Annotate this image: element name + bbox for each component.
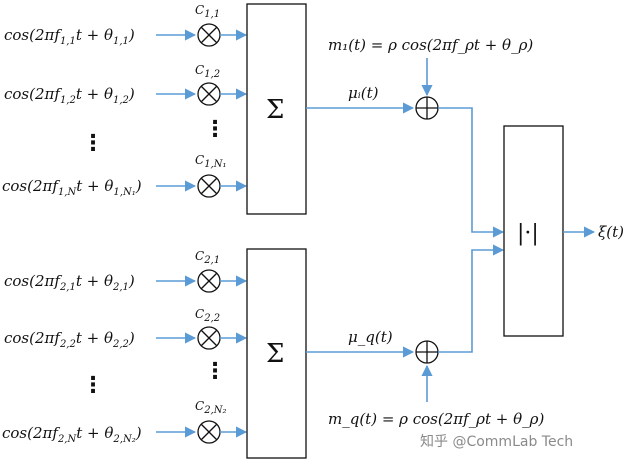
coef-sub: 2,1 [203, 255, 220, 266]
group2-input-2: cos(2πf2,2t + θ2,2) C2,2 [4, 307, 220, 350]
multiplier-icon [197, 82, 221, 106]
svg-text:C1,2: C1,2 [195, 63, 220, 80]
input-sub: 1,N [58, 187, 78, 198]
input-mid: t + θ [76, 85, 113, 103]
input-sub: 2,N [57, 434, 78, 445]
input-end: ) [128, 85, 135, 103]
input-sub2: 1,2 [113, 95, 129, 106]
svg-text:cos(2πf2,1t + θ2,1): cos(2πf2,1t + θ2,1) [4, 272, 135, 293]
abs-symbol: |·| [517, 221, 539, 246]
ellipsis: ⋮ [204, 359, 226, 384]
noise-label-2: m_q(t) = ρ cos(2πf_ρt + θ_ρ) [328, 410, 544, 428]
group1: cos(2πf1,1t + θ1,1) C1,1 cos(2πf1,2t + θ… [2, 3, 533, 215]
ellipsis: ⋮ [82, 373, 104, 398]
noise-label-1: m₁(t) = ρ cos(2πf_ρt + θ_ρ) [328, 36, 533, 54]
input-mid: t + θ [76, 424, 113, 442]
input-mid: t + θ [76, 26, 113, 44]
input-text: cos(2πf [4, 85, 62, 103]
ellipsis: ⋮ [82, 131, 104, 156]
svg-text:cos(2πf1,2t + θ1,2): cos(2πf1,2t + θ1,2) [4, 85, 135, 106]
input-sub2: 1,1 [113, 36, 129, 47]
svg-text:cos(2πf2,2t + θ2,2): cos(2πf2,2t + θ2,2) [4, 329, 135, 350]
input-end: ) [128, 272, 135, 290]
input-text: cos(2πf [2, 424, 60, 442]
input-text: cos(2πf [2, 177, 60, 195]
watermark: 知乎 @CommLab Tech [420, 433, 573, 450]
input-sub: 1,1 [60, 36, 76, 47]
svg-text:C1,N₁: C1,N₁ [195, 153, 227, 170]
sum-block-2 [246, 248, 307, 459]
coef-label: C [195, 3, 204, 17]
input-end: ) [128, 26, 135, 44]
input-end: ) [128, 329, 135, 347]
abs-block [503, 125, 564, 337]
svg-text:C1,1: C1,1 [195, 3, 220, 20]
input-text: cos(2πf [4, 26, 62, 44]
svg-text:C2,N₂: C2,N₂ [195, 399, 227, 416]
xi-output-label: ξ(t) [598, 223, 624, 241]
mu-q-label: μ_q(t) [348, 328, 393, 346]
input-sub2: 2,2 [112, 339, 129, 350]
multiplier-icon [197, 269, 221, 293]
coef-label: C [195, 399, 204, 413]
group2-input-1: cos(2πf2,1t + θ2,1) C2,1 [4, 249, 220, 293]
svg-text:C2,2: C2,2 [195, 307, 220, 324]
input-mid: t + θ [76, 329, 113, 347]
input-text: cos(2πf [4, 272, 62, 290]
ellipsis: ⋮ [204, 117, 226, 142]
input-mid: t + θ [76, 177, 113, 195]
coef-label: C [195, 63, 204, 77]
mu-i-label: μᵢ(t) [348, 84, 379, 102]
input-sub: 1,2 [60, 95, 76, 106]
sum-symbol: Σ [266, 339, 284, 369]
svg-text:cos(2πf1,1t + θ1,1): cos(2πf1,1t + θ1,1) [4, 26, 135, 47]
group2: cos(2πf2,1t + θ2,1) C2,1 cos(2πf2,2t + θ… [2, 248, 544, 459]
group1-input-3: cos(2πf1,Nt + θ1,N₁) C1,N₁ [2, 153, 227, 198]
multiplier-icon [197, 23, 221, 47]
adder-icon [415, 340, 439, 364]
group1-input-1: cos(2πf1,1t + θ1,1) C1,1 [4, 3, 220, 47]
group1-input-2: cos(2πf1,2t + θ1,2) C1,2 [4, 63, 220, 106]
sum-symbol: Σ [266, 95, 284, 125]
multiplier-icon [197, 326, 221, 350]
group2-input-3: cos(2πf2,Nt + θ2,N₂) C2,N₂ [2, 399, 227, 445]
coef-sub: 1,N₁ [204, 159, 226, 170]
sum-block-1 [246, 3, 307, 215]
coef-sub: 1,2 [204, 69, 220, 80]
input-end: ) [135, 424, 142, 442]
input-sub2: 2,1 [112, 282, 129, 293]
wire-adder2-to-abs [438, 244, 505, 353]
multiplier-icon [197, 174, 221, 198]
input-end: ) [135, 177, 142, 195]
svg-text:C2,1: C2,1 [195, 249, 220, 266]
input-text: cos(2πf [4, 329, 62, 347]
input-sub: 2,2 [59, 339, 76, 350]
svg-text:cos(2πf1,Nt + θ1,N₁): cos(2πf1,Nt + θ1,N₁) [2, 177, 142, 198]
input-sub2: 1,N₁ [113, 187, 135, 198]
coef-label: C [195, 249, 204, 263]
svg-text:cos(2πf2,Nt + θ2,N₂): cos(2πf2,Nt + θ2,N₂) [2, 424, 142, 445]
wire-adder1-to-abs [438, 107, 505, 238]
input-mid: t + θ [76, 272, 113, 290]
multiplier-icon [197, 420, 221, 444]
adder-icon [415, 96, 439, 120]
coef-sub: 1,1 [204, 9, 220, 20]
input-sub: 2,1 [59, 282, 76, 293]
coef-sub: 2,N₂ [203, 405, 226, 416]
coef-label: C [195, 153, 204, 167]
input-sub2: 2,N₂ [112, 434, 135, 445]
coef-sub: 2,2 [203, 313, 220, 324]
coef-label: C [195, 307, 204, 321]
